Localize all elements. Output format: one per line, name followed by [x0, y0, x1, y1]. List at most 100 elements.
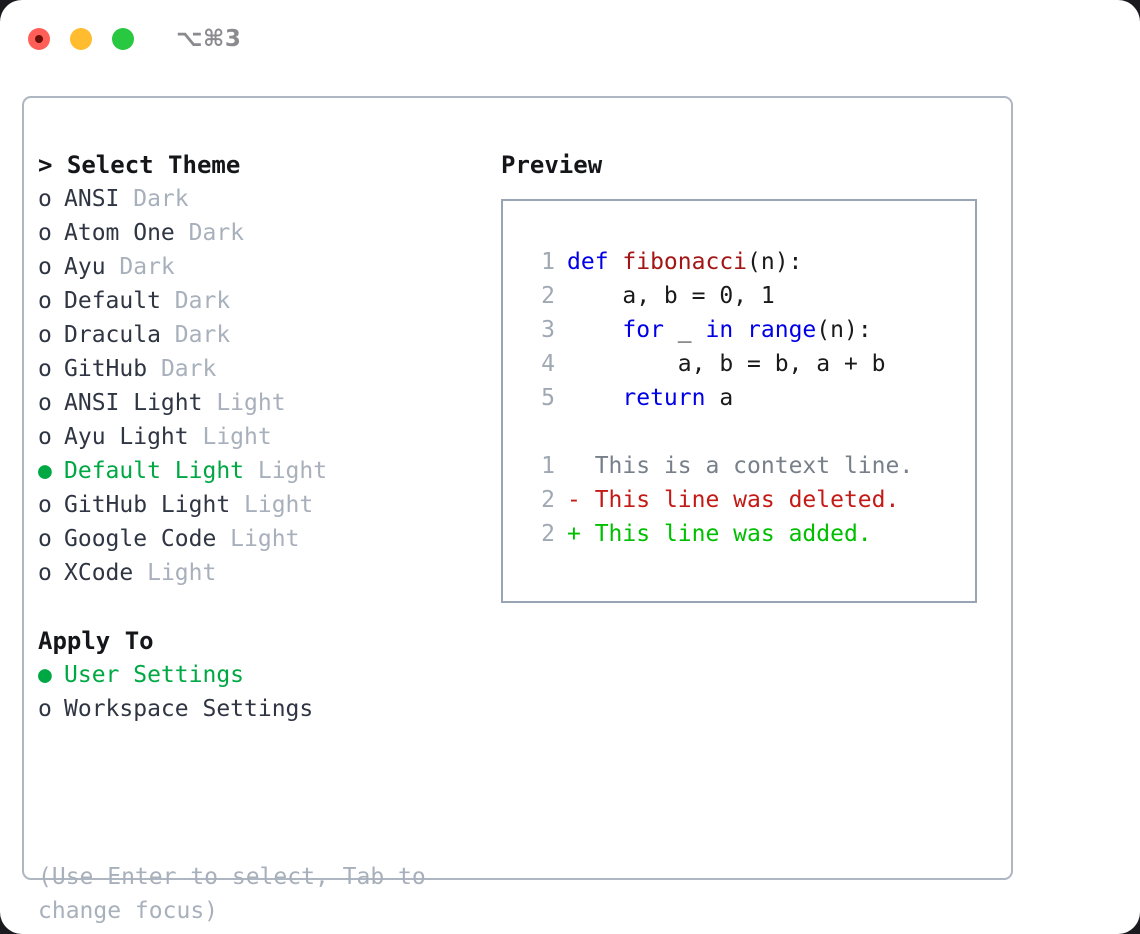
theme-option-6[interactable]: o ANSI Light Light [38, 386, 488, 420]
theme-option-label: ANSI Light [64, 390, 203, 416]
theme-option-label: Google Code [64, 526, 217, 552]
theme-option-7[interactable]: o Ayu Light Light [38, 420, 488, 454]
line-number: 3 [541, 317, 555, 343]
line-number: 2 [541, 521, 555, 547]
apply-option-1[interactable]: o Workspace Settings [38, 692, 488, 726]
theme-option-tag: Light [244, 458, 328, 484]
minimize-button-icon[interactable] [70, 28, 92, 50]
radio-unselected-icon: o [38, 492, 52, 518]
line-number: 1 [541, 249, 555, 275]
radio-unselected-icon: o [38, 696, 52, 722]
line-number: 2 [541, 283, 555, 309]
radio-unselected-icon: o [38, 322, 52, 348]
code-token-pl: (n): [747, 249, 803, 275]
code-token-pl: _ [663, 317, 706, 343]
code-token-pl [567, 317, 622, 343]
theme-option-1[interactable]: o Atom One Dark [38, 216, 488, 250]
theme-option-tag: Dark [105, 254, 175, 280]
line-number: 1 [541, 453, 555, 479]
diff-text: This line was added. [580, 521, 872, 547]
diff-marker [567, 453, 581, 479]
apply-to-heading: Apply To [38, 627, 154, 655]
theme-option-tag: Dark [119, 186, 189, 212]
line-number: 4 [541, 351, 555, 377]
radio-unselected-icon: o [38, 560, 52, 586]
titlebar-shortcut-label: ⌥⌘3 [176, 26, 242, 52]
diff-marker: - [567, 487, 581, 513]
code-line-5: 5 return a [503, 381, 975, 415]
diff-text: This line was deleted. [580, 487, 900, 513]
help-line-1: (Use Enter to select, Tab to [38, 864, 426, 890]
diff-marker: + [567, 521, 581, 547]
diff-line-0: 1 This is a context line. [503, 449, 975, 483]
theme-option-label: Atom One [64, 220, 175, 246]
theme-option-label: Ayu [64, 254, 106, 280]
theme-option-label: XCode [64, 560, 134, 586]
radio-unselected-icon: o [38, 390, 52, 416]
line-number: 2 [541, 487, 555, 513]
theme-option-label: Ayu Light [64, 424, 189, 450]
line-number: 5 [541, 385, 555, 411]
radio-unselected-icon: o [38, 254, 52, 280]
code-token-pl: a, b = 0, 1 [567, 283, 775, 309]
radio-selected-icon: ● [38, 458, 52, 484]
diff-line-2: 2 + This line was added. [503, 517, 975, 551]
apply-option-label: User Settings [64, 662, 245, 688]
code-diff-spacer [503, 415, 975, 449]
theme-option-tag: Dark [160, 322, 231, 348]
code-line-4: 4 a, b = b, a + b [503, 347, 975, 381]
radio-unselected-icon: o [38, 526, 52, 552]
close-button-icon[interactable] [28, 28, 50, 50]
help-line-2: change focus) [38, 898, 219, 924]
theme-option-tag: Light [133, 560, 217, 586]
radio-unselected-icon: o [38, 356, 52, 382]
help-hint: (Use Enter to select, Tab to change focu… [38, 860, 448, 928]
theme-option-label: ANSI [64, 186, 120, 212]
code-token-pl: a [705, 385, 734, 411]
zoom-button-icon[interactable] [112, 28, 134, 50]
apply-target-list[interactable]: ● User Settings o Workspace Settings [38, 658, 488, 726]
code-token-kw: in [705, 317, 748, 343]
title-bar: ⌥⌘3 [0, 0, 1140, 78]
theme-option-tag: Light [188, 424, 272, 450]
radio-unselected-icon: o [38, 220, 52, 246]
code-token-kw: return [622, 385, 706, 411]
theme-option-label: Default [64, 288, 161, 314]
theme-option-tag: Dark [147, 356, 217, 382]
radio-selected-icon: ● [38, 662, 52, 688]
theme-option-2[interactable]: o Ayu Dark [38, 250, 488, 284]
section-spacer [38, 590, 488, 624]
code-token-pl: a, b = b, a + b [567, 351, 886, 377]
theme-option-8[interactable]: ● Default Light Light [38, 454, 488, 488]
theme-option-tag: Dark [174, 220, 245, 246]
code-token-kw: for [622, 317, 664, 343]
code-token-pl [567, 385, 622, 411]
theme-option-tag: Light [216, 526, 300, 552]
apply-option-0[interactable]: ● User Settings [38, 658, 488, 692]
code-line-2: 2 a, b = 0, 1 [503, 279, 975, 313]
radio-unselected-icon: o [38, 424, 52, 450]
theme-option-label: GitHub Light [64, 492, 231, 518]
preview-heading: Preview [501, 151, 603, 179]
select-theme-heading: > Select Theme [38, 151, 241, 179]
theme-option-tag: Light [202, 390, 286, 416]
theme-option-11[interactable]: o XCode Light [38, 556, 488, 590]
code-token-pl: (n): [816, 317, 872, 343]
theme-option-10[interactable]: o Google Code Light [38, 522, 488, 556]
theme-option-label: Default Light [64, 458, 245, 484]
apply-option-label: Workspace Settings [64, 696, 314, 722]
code-line-3: 3 for _ in range(n): [503, 313, 975, 347]
